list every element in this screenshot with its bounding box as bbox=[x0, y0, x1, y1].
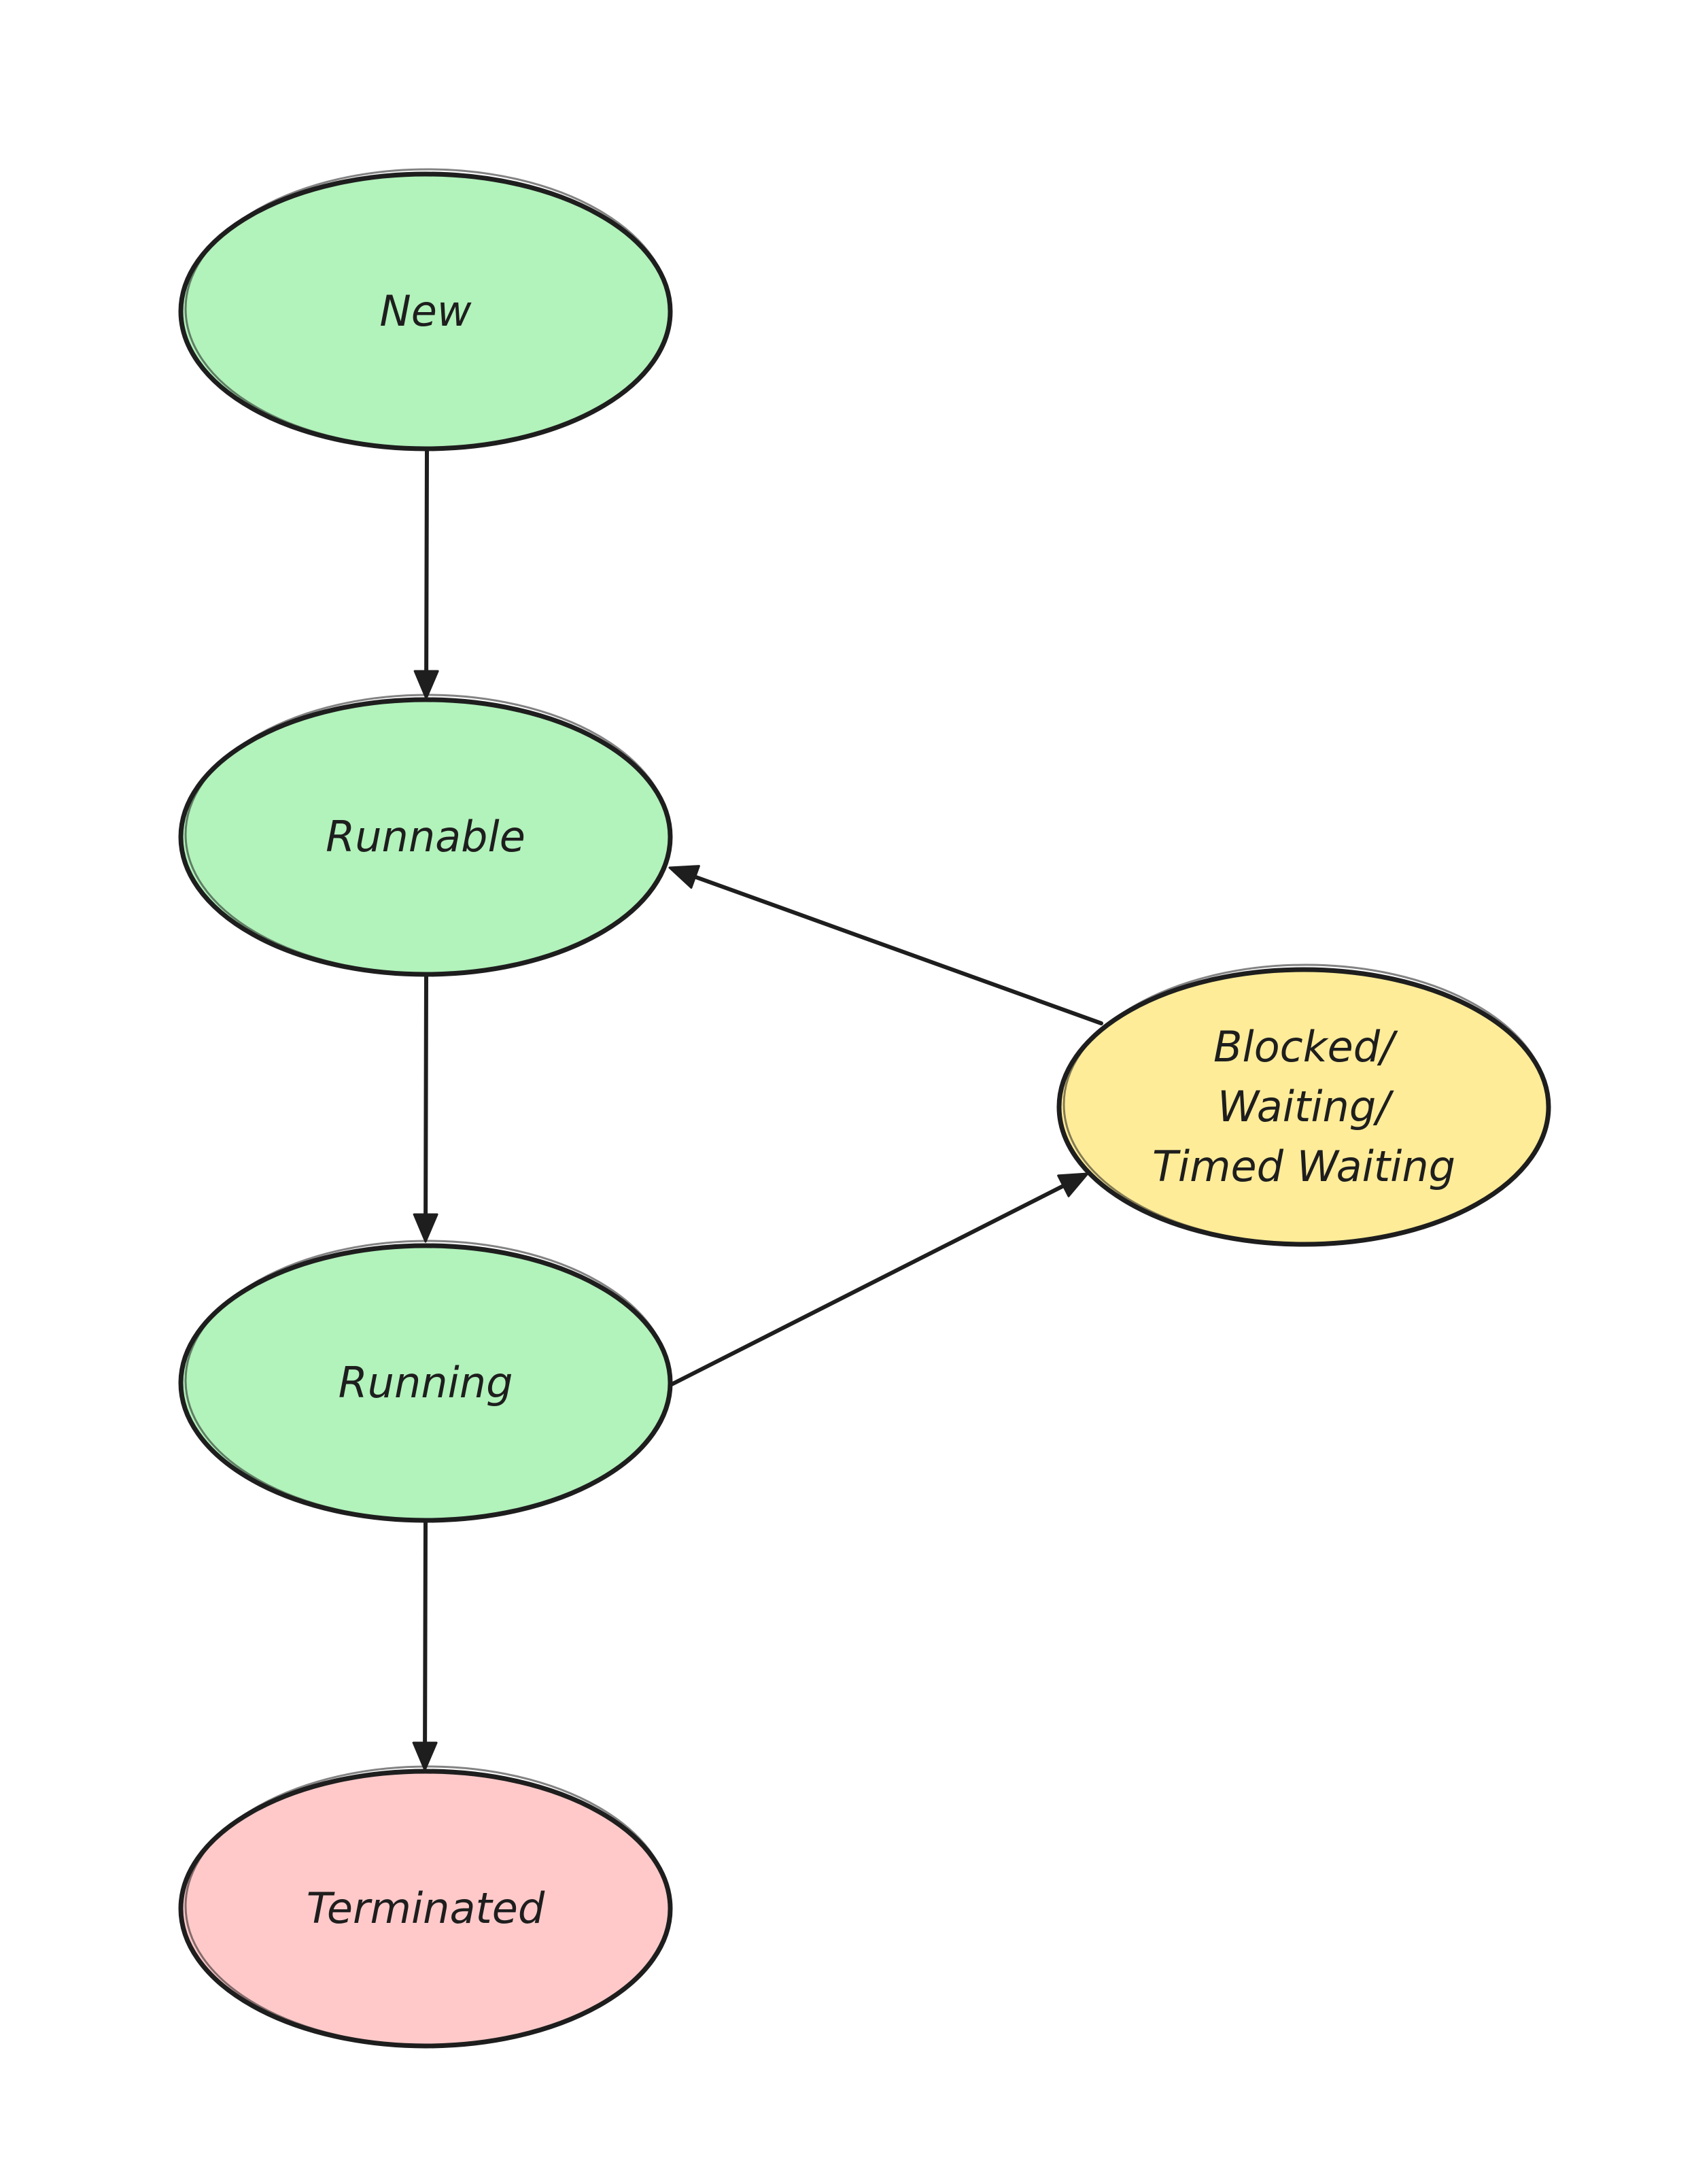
node-label: Terminated bbox=[307, 1883, 545, 1933]
node-label: Waiting/ bbox=[1217, 1082, 1394, 1131]
edge-runnable-to-running bbox=[413, 974, 438, 1243]
arrow-head-icon bbox=[1057, 1172, 1089, 1197]
edge-running-to-terminated bbox=[412, 1520, 438, 1771]
arrow-head-icon bbox=[413, 670, 439, 700]
edge-line bbox=[689, 873, 1103, 1025]
arrow-head-icon bbox=[668, 865, 700, 889]
node-terminated[interactable]: Terminated bbox=[178, 1765, 673, 2049]
node-ellipse-sketch bbox=[184, 1765, 671, 2047]
edges-layer bbox=[412, 448, 1103, 1771]
node-label: Running bbox=[339, 1358, 513, 1407]
node-ellipse-sketch bbox=[184, 168, 671, 449]
edge-new-to-runnable bbox=[413, 448, 439, 700]
node-label: Blocked/ bbox=[1213, 1022, 1398, 1072]
node-blocked[interactable]: Blocked/Waiting/Timed Waiting bbox=[1056, 963, 1551, 1247]
node-label: Runnable bbox=[326, 812, 525, 861]
node-label: Timed Waiting bbox=[1152, 1142, 1455, 1191]
node-ellipse-sketch bbox=[184, 1240, 671, 1521]
edge-line bbox=[424, 448, 429, 678]
node-runnable[interactable]: Runnable bbox=[178, 694, 673, 977]
arrow-head-icon bbox=[412, 1741, 438, 1771]
arrow-head-icon bbox=[413, 1213, 438, 1243]
edge-line bbox=[670, 1182, 1069, 1386]
node-label: New bbox=[379, 286, 472, 336]
node-ellipse-sketch bbox=[184, 694, 671, 975]
node-ellipse-sketch bbox=[1062, 963, 1549, 1245]
edge-running-to-blocked bbox=[670, 1172, 1089, 1386]
edge-blocked-to-runnable bbox=[668, 865, 1103, 1025]
edge-line bbox=[423, 1520, 428, 1750]
node-new[interactable]: New bbox=[178, 168, 673, 451]
node-running[interactable]: Running bbox=[178, 1240, 673, 1523]
